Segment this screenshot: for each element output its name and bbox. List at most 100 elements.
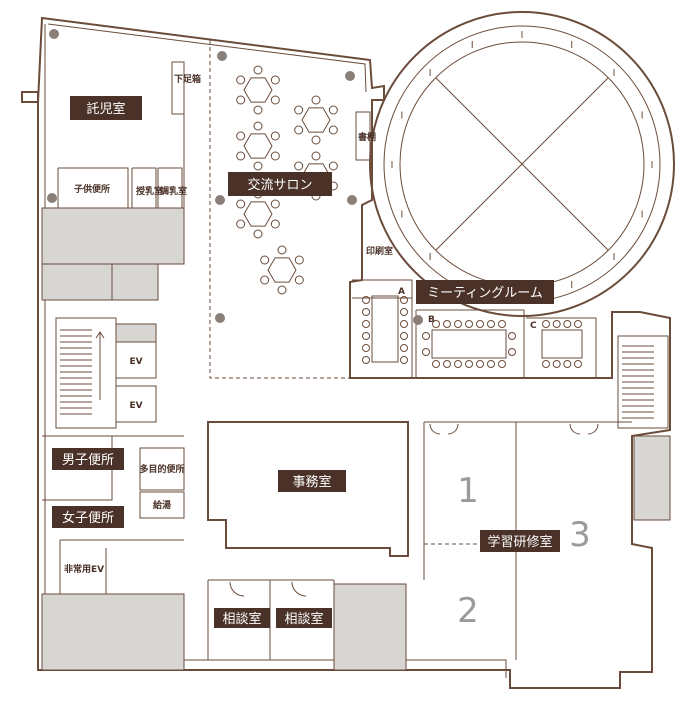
label-mens: 男子便所 bbox=[52, 448, 124, 470]
svg-text:交流サロン: 交流サロン bbox=[247, 177, 312, 193]
label-ev1: EV bbox=[129, 357, 142, 367]
chair bbox=[422, 348, 430, 356]
study-number-2: 2 bbox=[457, 591, 479, 631]
chair bbox=[476, 320, 484, 328]
chair bbox=[362, 332, 370, 340]
salon-table bbox=[260, 245, 304, 295]
chair bbox=[400, 308, 408, 316]
chair bbox=[574, 360, 582, 368]
svg-text:託児室: 託児室 bbox=[86, 101, 125, 117]
chair bbox=[542, 320, 550, 328]
chair bbox=[400, 344, 408, 352]
chair bbox=[498, 360, 506, 368]
chair bbox=[563, 360, 572, 368]
outer-walls bbox=[21, 16, 671, 689]
label-ev2: EV bbox=[129, 401, 142, 411]
label-bookshelf: 書棚 bbox=[358, 131, 376, 143]
chair bbox=[454, 360, 462, 368]
elevators bbox=[115, 341, 157, 423]
ring-mark: I bbox=[641, 210, 644, 221]
label-consult2: 相談室 bbox=[276, 608, 332, 628]
ring-mark: I bbox=[400, 110, 403, 121]
label-multi: 多目的便所 bbox=[139, 463, 184, 475]
salon-table bbox=[236, 65, 280, 115]
ring-mark: I bbox=[641, 110, 644, 121]
meeting-rooms bbox=[352, 279, 597, 378]
label-shoe-box: 下足箱 bbox=[174, 73, 201, 85]
chair bbox=[432, 320, 440, 328]
chair bbox=[362, 296, 370, 304]
chair bbox=[400, 356, 408, 364]
chair bbox=[563, 320, 572, 328]
label-meeting-a: A bbox=[398, 287, 405, 297]
label-prep: 調乳室 bbox=[160, 185, 187, 197]
ring-mark: I bbox=[471, 40, 474, 51]
ring-mark: I bbox=[429, 252, 432, 263]
chair bbox=[465, 360, 473, 368]
chair bbox=[422, 332, 430, 340]
bookshelf-box bbox=[355, 111, 371, 161]
study-number-3: 3 bbox=[569, 515, 591, 555]
salon-table bbox=[236, 189, 280, 239]
svg-text:男子便所: 男子便所 bbox=[62, 453, 114, 468]
label-printing: 印刷室 bbox=[366, 245, 393, 257]
stairs-right bbox=[617, 335, 669, 429]
ring-mark: I bbox=[570, 280, 573, 291]
salon-table bbox=[294, 95, 338, 145]
chair bbox=[508, 348, 516, 356]
chair bbox=[362, 320, 370, 328]
gray-zones bbox=[41, 207, 671, 671]
ring-mark: I bbox=[400, 210, 403, 221]
chair bbox=[574, 320, 582, 328]
svg-text:学習研修室: 学習研修室 bbox=[487, 534, 552, 550]
ring-mark: I bbox=[651, 160, 654, 171]
nursery-walls bbox=[42, 61, 185, 209]
label-meeting-c: C bbox=[530, 321, 537, 331]
svg-text:事務室: 事務室 bbox=[292, 474, 331, 490]
chair bbox=[508, 332, 516, 340]
stairs-left bbox=[55, 317, 117, 429]
columns bbox=[47, 29, 423, 325]
salon-boundary bbox=[209, 40, 350, 379]
chair bbox=[498, 320, 506, 328]
chair bbox=[465, 320, 473, 328]
label-emergency-ev: 非常用EV bbox=[64, 563, 104, 575]
study-walls bbox=[423, 421, 632, 660]
ring-mark: I bbox=[612, 68, 615, 79]
ring-mark: I bbox=[391, 160, 394, 171]
label-nursing: 授乳室 bbox=[136, 185, 163, 197]
ring-mark: I bbox=[612, 252, 615, 263]
label-study: 学習研修室 bbox=[480, 530, 560, 552]
chair bbox=[552, 320, 561, 328]
chair bbox=[454, 320, 462, 328]
chair bbox=[542, 360, 550, 368]
chair bbox=[487, 360, 495, 368]
study-number-1: 1 bbox=[457, 471, 479, 511]
svg-text:女子便所: 女子便所 bbox=[62, 510, 114, 526]
chair bbox=[400, 332, 408, 340]
chair bbox=[400, 296, 408, 304]
label-office: 事務室 bbox=[278, 470, 346, 492]
office-walls bbox=[207, 421, 409, 557]
chair bbox=[443, 320, 451, 328]
chair bbox=[552, 360, 561, 368]
label-kitchen: 給湯 bbox=[153, 499, 171, 511]
chair bbox=[362, 356, 370, 364]
label-nursery: 託児室 bbox=[70, 96, 142, 120]
label-salon: 交流サロン bbox=[228, 172, 332, 196]
label-meeting: ミーティングルーム bbox=[416, 280, 554, 304]
chair bbox=[362, 308, 370, 316]
label-consult1: 相談室 bbox=[214, 608, 270, 628]
salon-table bbox=[236, 121, 280, 171]
chair bbox=[400, 320, 408, 328]
svg-text:相談室: 相談室 bbox=[284, 611, 323, 627]
circular-hall: IIIIIIIIIIIIIIII bbox=[369, 11, 675, 317]
chair bbox=[443, 360, 451, 368]
svg-text:相談室: 相談室 bbox=[222, 611, 261, 627]
svg-text:ミーティングルーム: ミーティングルーム bbox=[427, 286, 543, 301]
ring-mark: I bbox=[570, 40, 573, 51]
ring-mark: I bbox=[429, 68, 432, 79]
ring-mark: I bbox=[521, 30, 524, 41]
chair bbox=[362, 344, 370, 352]
